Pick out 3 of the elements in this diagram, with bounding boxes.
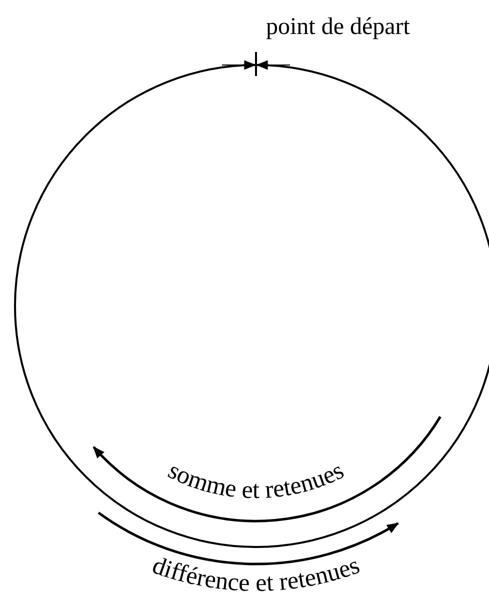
arc-label: somme et retenues (164, 457, 348, 504)
start-label: point de départ (266, 14, 410, 40)
arc-label: différence et retenues (148, 552, 364, 598)
